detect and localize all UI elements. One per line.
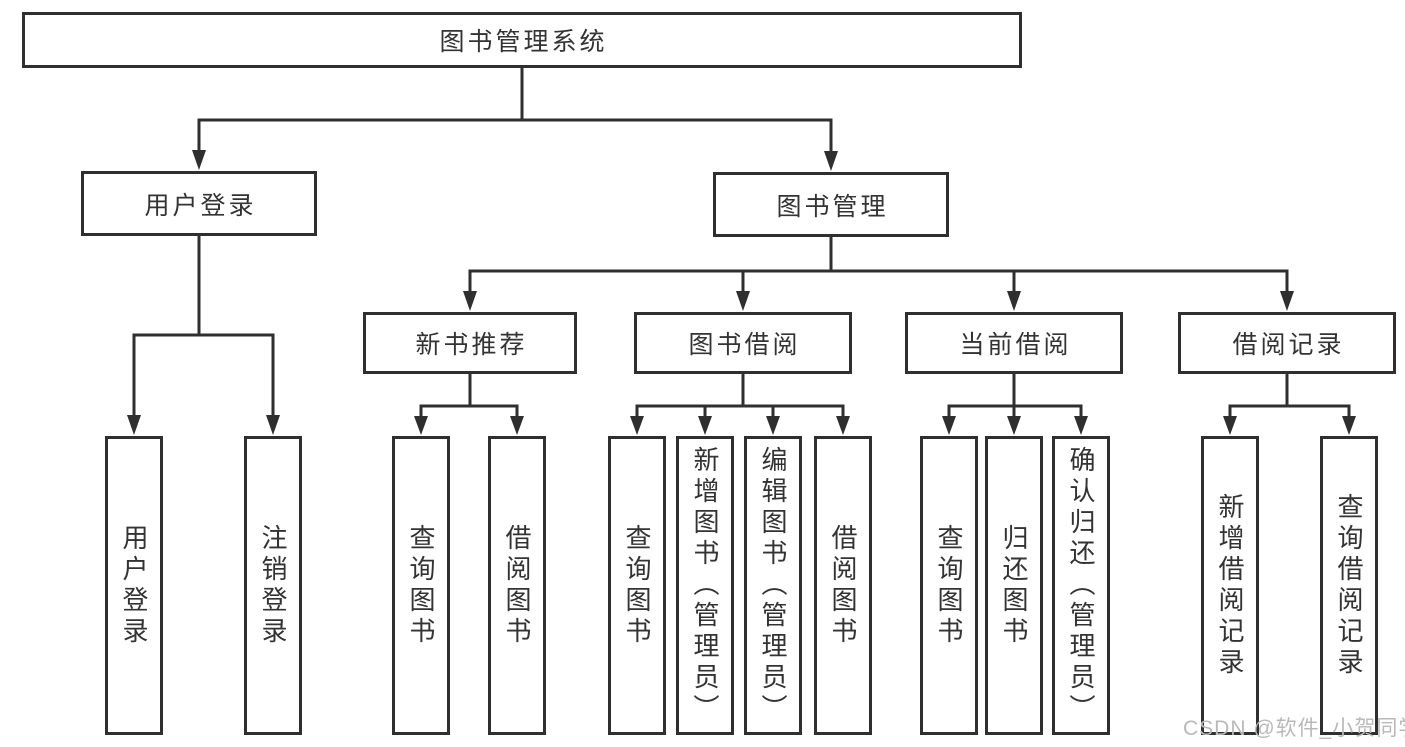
leaf-add-book-admin: 新增图书（管理员） <box>676 436 734 735</box>
node-book-borrowing: 图书借阅 <box>634 312 852 374</box>
leaf-label: 用户登录 <box>119 523 149 648</box>
leaf-label: 注销登录 <box>258 523 288 648</box>
leaf-label: 查询借阅记录 <box>1334 492 1364 679</box>
node-user-login: 用户登录 <box>81 171 317 236</box>
leaf-label: 确认归还（管理员） <box>1066 446 1096 725</box>
node-label: 图书管理 <box>776 192 889 221</box>
leaf-label: 借阅图书 <box>502 523 532 648</box>
node-label: 用户登录 <box>144 191 257 220</box>
node-library-management-system: 图书管理系统 <box>22 12 1022 68</box>
node-current-borrowing: 当前借阅 <box>905 312 1123 374</box>
leaf-borrow-books-recommend: 借阅图书 <box>488 436 546 735</box>
leaf-query-books-recommend: 查询图书 <box>392 436 450 735</box>
leaf-label: 归还图书 <box>999 523 1029 648</box>
leaf-label: 新增借阅记录 <box>1215 492 1245 679</box>
node-borrowing-records: 借阅记录 <box>1178 312 1396 374</box>
node-book-management: 图书管理 <box>713 172 949 237</box>
node-label: 图书管理系统 <box>439 28 608 56</box>
node-label: 图书借阅 <box>688 331 801 359</box>
leaf-label: 查询图书 <box>622 523 652 648</box>
leaf-query-books-borrowing: 查询图书 <box>608 436 666 735</box>
node-label: 当前借阅 <box>959 331 1072 359</box>
leaf-return-book: 归还图书 <box>985 436 1043 735</box>
leaf-label: 新增图书（管理员） <box>690 446 720 725</box>
leaf-label: 查询图书 <box>406 523 436 648</box>
watermark: CSDN @软件_小贺同学 <box>1183 717 1405 740</box>
node-label: 新书推荐 <box>415 331 528 359</box>
leaf-edit-book-admin: 编辑图书（管理员） <box>744 436 802 735</box>
leaf-confirm-return-admin: 确认归还（管理员） <box>1052 436 1110 735</box>
leaf-query-books-current: 查询图书 <box>920 436 978 735</box>
node-new-book-recommendation: 新书推荐 <box>363 312 577 374</box>
leaf-add-borrow-record: 新增借阅记录 <box>1201 436 1259 735</box>
leaf-query-borrow-record: 查询借阅记录 <box>1320 436 1378 735</box>
leaf-label: 借阅图书 <box>828 523 858 648</box>
leaf-user-login: 用户登录 <box>105 436 163 735</box>
leaf-logout: 注销登录 <box>244 436 302 735</box>
leaf-label: 编辑图书（管理员） <box>758 446 788 725</box>
node-label: 借阅记录 <box>1232 331 1345 359</box>
leaf-borrow-books-borrowing: 借阅图书 <box>814 436 872 735</box>
leaf-label: 查询图书 <box>934 523 964 648</box>
